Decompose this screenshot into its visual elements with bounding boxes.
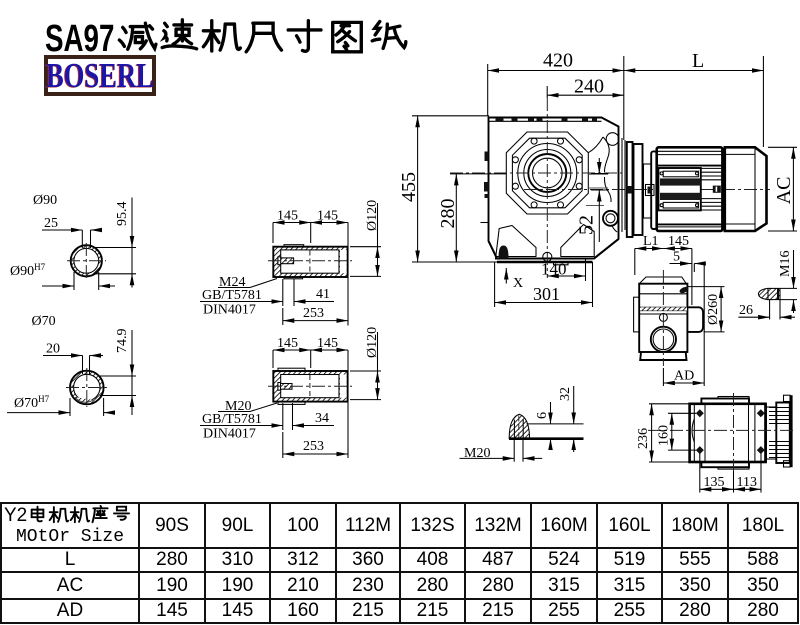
svg-text:Ø260: Ø260 [706,294,721,325]
svg-text:32: 32 [558,387,573,401]
svg-text:280: 280 [437,199,459,229]
svg-text:113: 113 [737,475,757,490]
svg-text:41: 41 [316,287,330,302]
svg-text:20: 20 [46,342,60,357]
svg-text:145: 145 [317,336,338,351]
svg-text:Ø120: Ø120 [365,327,380,358]
svg-text:M24: M24 [219,275,245,290]
svg-text:160: 160 [657,425,672,446]
svg-text:253: 253 [303,306,324,321]
svg-text:135: 135 [704,475,725,490]
svg-text:455: 455 [398,172,420,202]
svg-text:140: 140 [541,260,567,279]
svg-text:5: 5 [673,250,680,265]
svg-text:253: 253 [303,439,324,454]
svg-text:Ø90H7: Ø90H7 [10,262,46,279]
svg-text:DIN4017: DIN4017 [203,303,256,318]
svg-text:M16: M16 [778,251,793,277]
svg-text:240: 240 [574,76,604,98]
svg-text:GB/T5781: GB/T5781 [202,412,262,427]
svg-text:95.4: 95.4 [115,202,130,227]
svg-text:Ø70: Ø70 [32,314,56,329]
svg-text:DIN4017: DIN4017 [203,427,256,442]
svg-text:145: 145 [277,209,298,224]
svg-text:26: 26 [739,303,753,318]
svg-text:L1: L1 [643,234,659,249]
svg-text:X: X [513,276,523,291]
svg-text:145: 145 [317,209,338,224]
svg-text:34: 34 [315,411,329,426]
svg-text:M20: M20 [464,446,490,461]
svg-text:145: 145 [277,336,298,351]
svg-text:AC: AC [773,177,795,205]
svg-text:301: 301 [533,284,560,304]
svg-text:420: 420 [543,50,573,72]
svg-text:236: 236 [636,428,651,449]
svg-text:Ø70H7: Ø70H7 [14,394,50,411]
svg-text:Ø120: Ø120 [365,200,380,231]
svg-text:52: 52 [576,215,598,235]
svg-text:GB/T5781: GB/T5781 [202,288,262,303]
svg-text:25: 25 [44,216,58,231]
svg-text:145: 145 [668,234,689,249]
svg-text:6: 6 [535,412,550,419]
svg-text:Ø90: Ø90 [33,193,57,208]
svg-text:L: L [692,50,704,72]
svg-text:74.9: 74.9 [115,329,130,354]
svg-text:AD: AD [674,369,694,384]
svg-text:M20: M20 [225,399,251,414]
